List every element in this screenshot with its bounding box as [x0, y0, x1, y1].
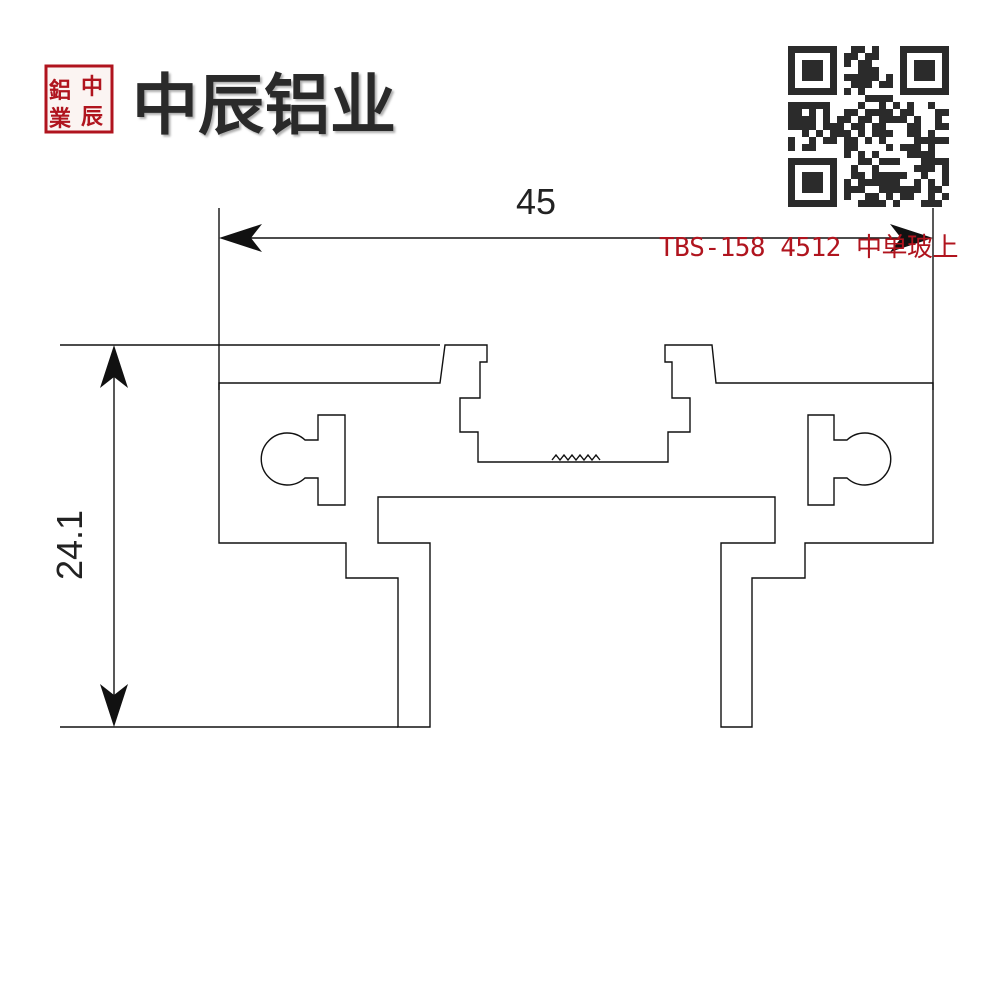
height-label: 24.1 — [49, 510, 90, 580]
seal-char-3: 業 — [49, 106, 72, 132]
width-arrow-left — [219, 224, 262, 252]
seal-char-2: 中 — [81, 74, 103, 100]
seal-char-4: 辰 — [81, 104, 103, 130]
qr-code-icon — [784, 42, 953, 211]
brand-name: 中辰铝业 — [132, 67, 396, 144]
profile-section — [218, 344, 934, 728]
height-dimension — [60, 344, 440, 728]
width-arrow-right — [890, 224, 933, 252]
seal-char-1: 鋁 — [49, 78, 71, 104]
width-label: 45 — [516, 181, 556, 222]
profile-outline — [218, 344, 934, 728]
serration — [551, 453, 601, 462]
logo-seal: 鋁 中 業 辰 — [44, 64, 114, 134]
seal-border — [44, 64, 114, 134]
height-arrow-bottom — [100, 684, 128, 727]
height-arrow-top — [100, 345, 128, 388]
screw-slot-right — [807, 414, 892, 506]
model-code: TBS-158 4512 中单玻上 — [659, 233, 958, 263]
width-dimension — [218, 208, 934, 390]
screw-slot-left — [260, 414, 346, 506]
